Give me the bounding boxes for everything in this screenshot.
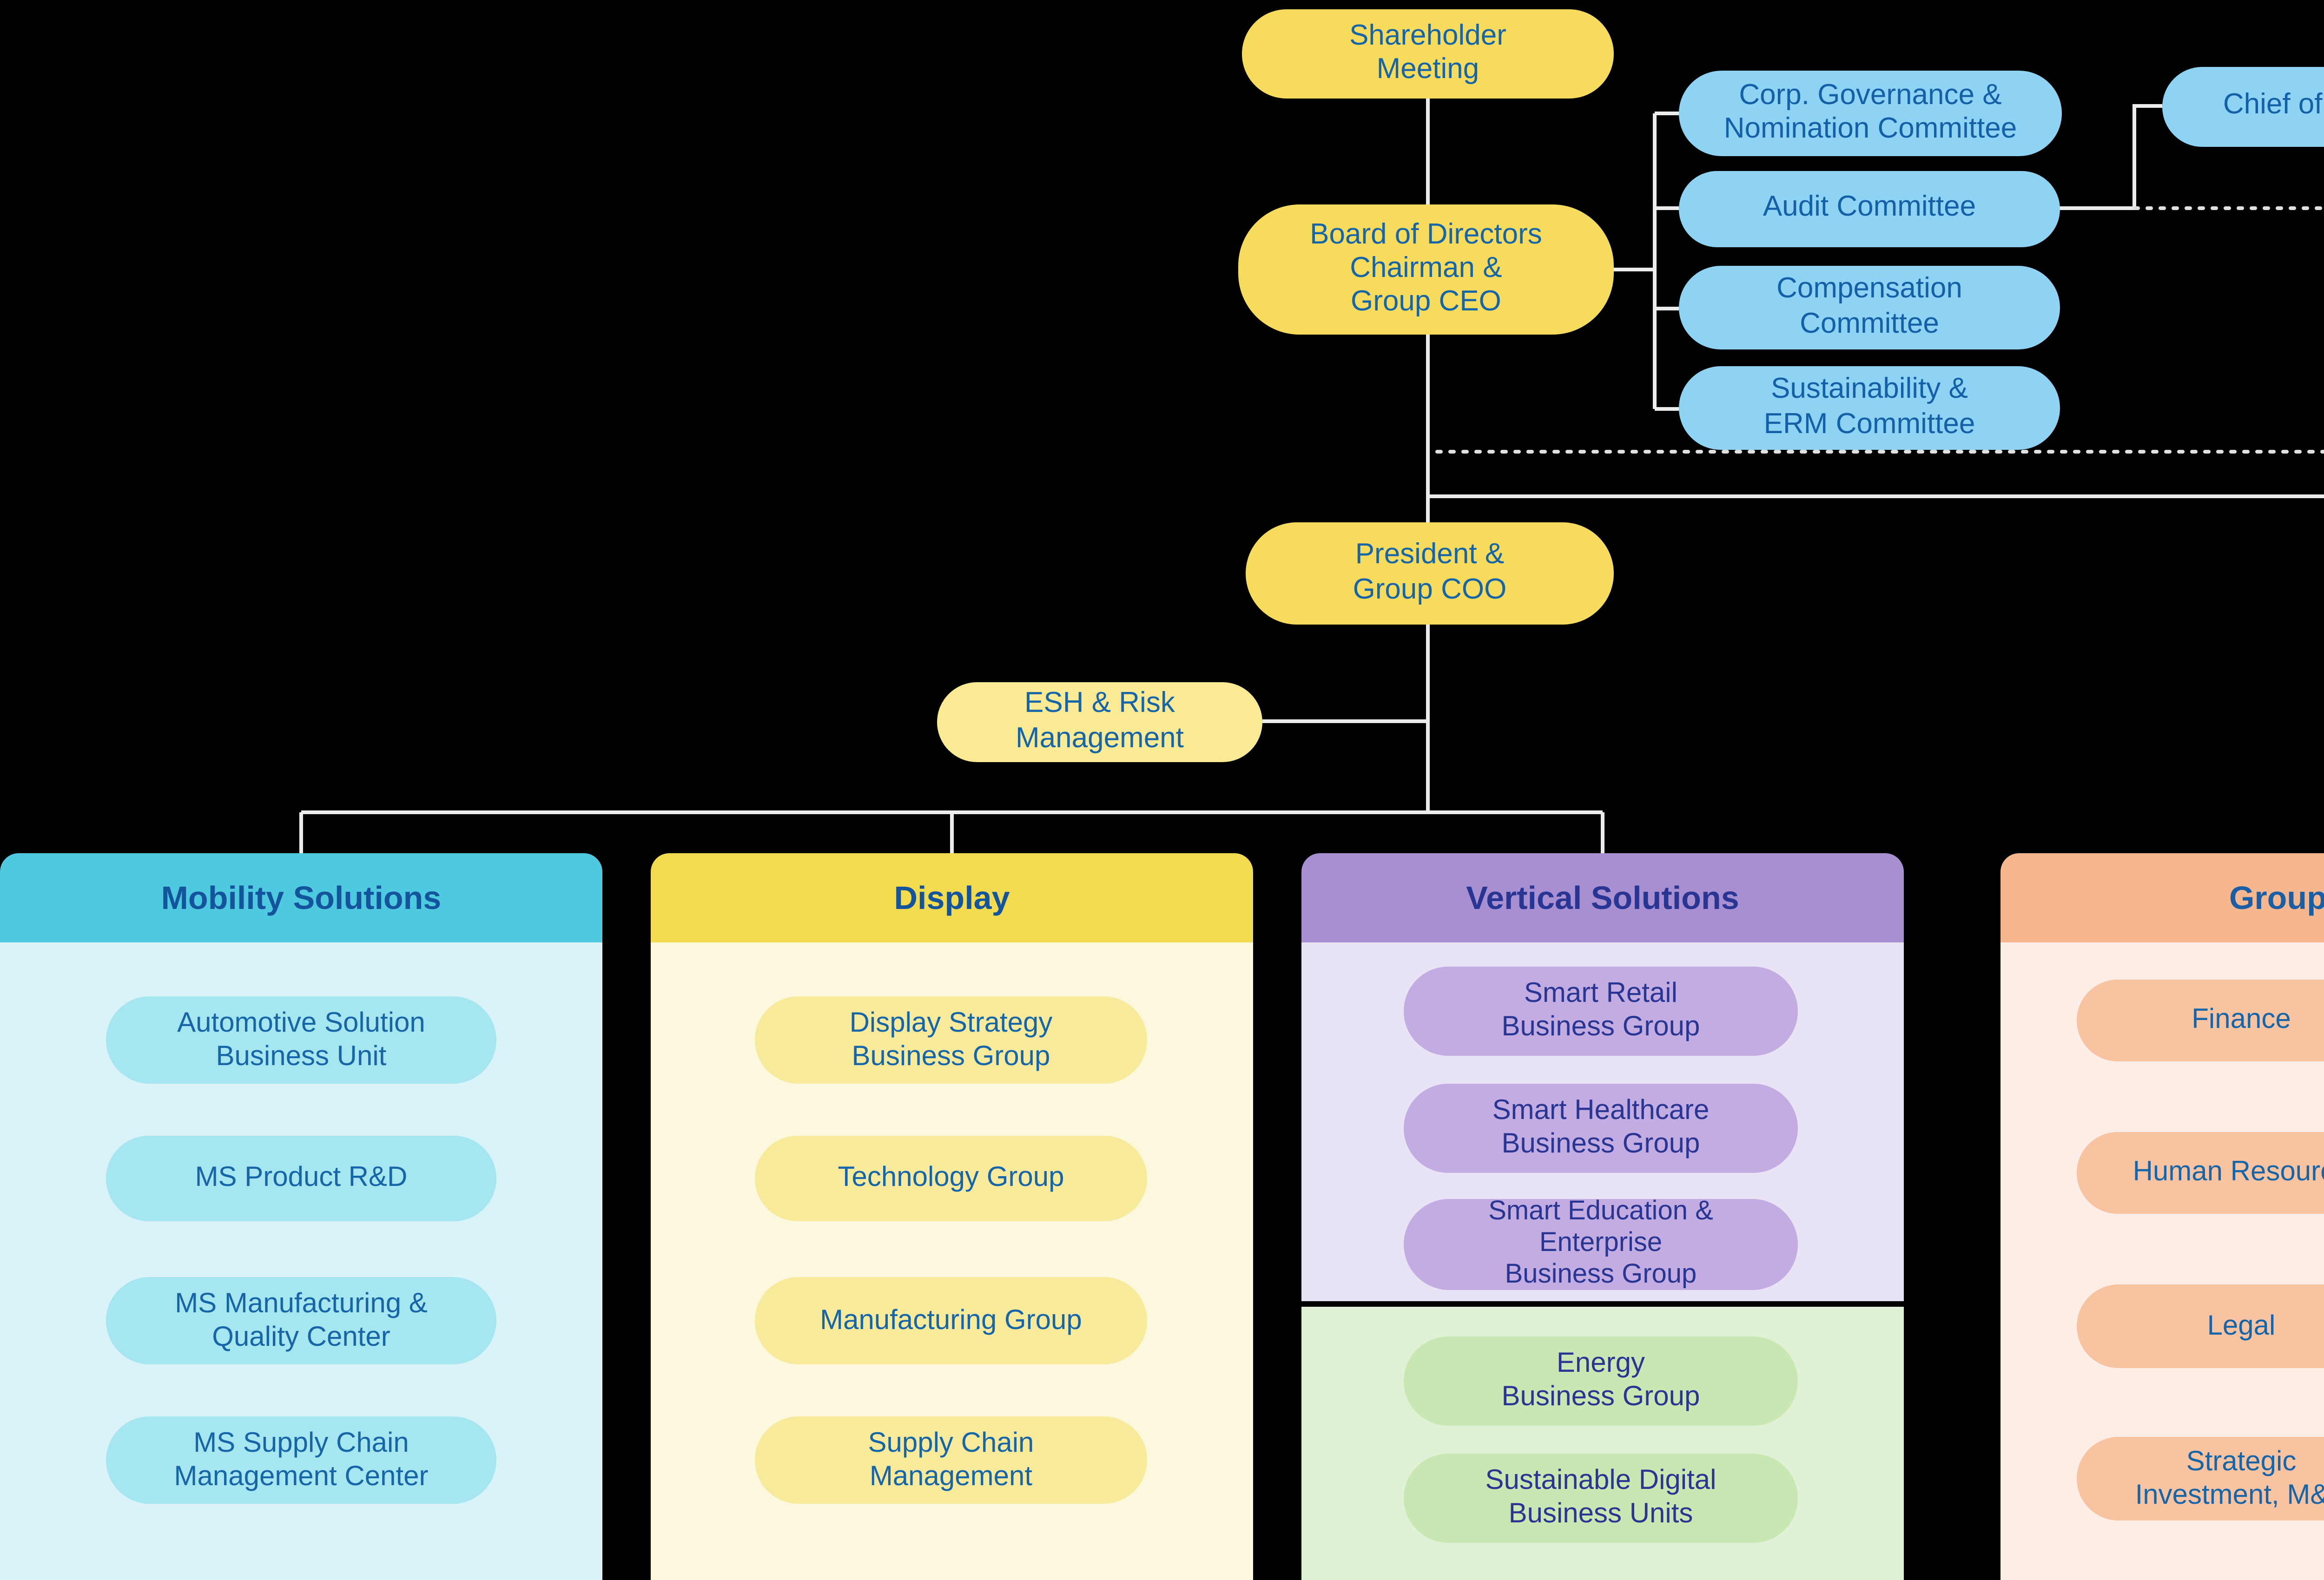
item-energy-business-group: Energy Business Group: [1404, 1336, 1798, 1426]
item-display-strategy-business-group: Display Strategy Business Group: [755, 996, 1147, 1084]
item-legal: Legal: [2077, 1284, 2324, 1368]
node-committee-compensation: Compensation Committee: [1679, 266, 2060, 349]
division-header-mobility-solutions: Mobility Solutions: [0, 853, 602, 942]
item-smart-healthcare-business-group: Smart Healthcare Business Group: [1404, 1084, 1798, 1173]
division-header-group-infrastructure-unit: Group Infrastructure Unit: [2000, 853, 2324, 942]
item-human-resource: Human Resource: [2077, 1132, 2324, 1214]
node-board-of-directors: Board of Directors Chairman & Group CEO: [1238, 204, 1614, 335]
item-sustainable-digital-business-units: Sustainable Digital Business Units: [1404, 1454, 1798, 1543]
item-ms-manufacturing-quality-center: MS Manufacturing & Quality Center: [106, 1277, 496, 1364]
node-committee-corp-governance-nomination: Corp. Governance & Nomination Committee: [1679, 71, 2062, 156]
node-president-group-coo: President & Group COO: [1246, 522, 1614, 625]
division-header-vertical-solutions: Vertical Solutions: [1301, 853, 1904, 942]
node-chief-of-compliance: Chief of Compliance: [2162, 67, 2324, 147]
node-committee-sustainability-erm: Sustainability & ERM Committee: [1679, 366, 2060, 450]
item-manufacturing-group: Manufacturing Group: [755, 1277, 1147, 1364]
node-esh-risk-management: ESH & Risk Management: [937, 682, 1262, 762]
solid-connectors: [299, 99, 2324, 853]
node-shareholder-meeting: Shareholder Meeting: [1242, 9, 1614, 99]
item-supply-chain-management: Supply Chain Management: [755, 1416, 1147, 1504]
item-finance: Finance: [2077, 980, 2324, 1061]
item-ms-supply-chain-management-center: MS Supply Chain Management Center: [106, 1416, 496, 1504]
node-committee-audit: Audit Committee: [1679, 171, 2060, 247]
item-smart-retail-business-group: Smart Retail Business Group: [1404, 967, 1798, 1056]
item-smart-education-enterprise-business-group: Smart Education & Enterprise Business Gr…: [1404, 1197, 1798, 1290]
item-ms-product-rd: MS Product R&D: [106, 1136, 496, 1221]
division-header-display: Display: [651, 853, 1253, 942]
item-automotive-solution-business-unit: Automotive Solution Business Unit: [106, 996, 496, 1084]
item-technology-group: Technology Group: [755, 1136, 1147, 1221]
item-strategic-investment-ma: Strategic Investment, M&A: [2077, 1437, 2324, 1521]
